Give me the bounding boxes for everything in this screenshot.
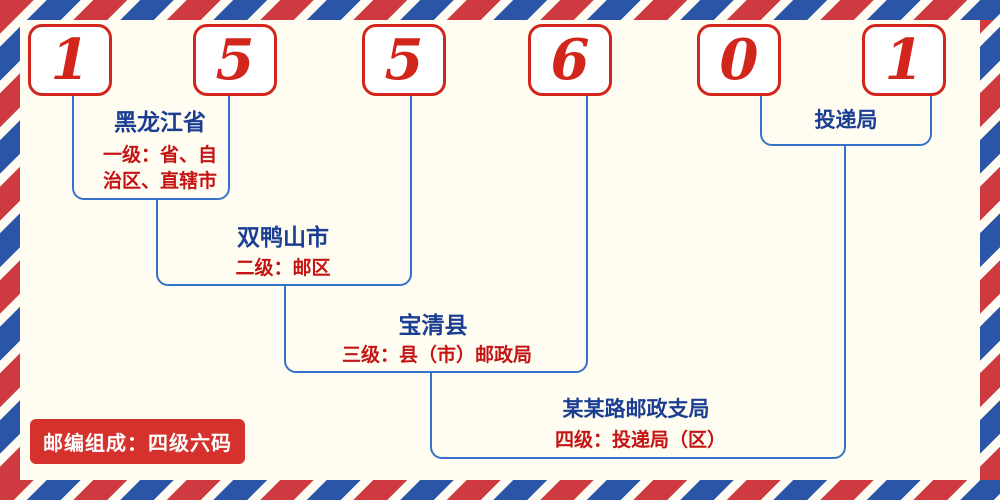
- digit-1: 1: [50, 27, 90, 93]
- digit-6: 1: [884, 27, 924, 93]
- level2-desc: 二级：邮区: [235, 257, 331, 279]
- digit-box-6: 1: [862, 24, 946, 96]
- level1-desc: 一级：省、自 治区、直辖市: [97, 143, 223, 194]
- digit-3: 5: [384, 27, 424, 93]
- level3-desc: 三级：县（市）邮政局: [341, 344, 532, 366]
- digit-box-1: 1: [28, 24, 112, 96]
- digit-box-5: 0: [697, 24, 781, 96]
- digit-5: 0: [719, 27, 759, 93]
- airmail-border-right: [980, 0, 1000, 500]
- digit-box-3: 5: [362, 24, 446, 96]
- level1-desc-line2: 治区、直辖市: [102, 169, 217, 192]
- airmail-border-left: [0, 0, 20, 500]
- delivery-office-label: 投递局: [814, 108, 878, 132]
- digit-box-2: 5: [193, 24, 277, 96]
- level4-place: 某某路邮政支局: [562, 397, 710, 421]
- level3-place: 宝清县: [398, 313, 468, 339]
- connector-level4: [430, 373, 846, 459]
- level1-place: 黑龙江省: [114, 110, 206, 136]
- connector-level2-vertical: [410, 96, 412, 202]
- connector-level4-vertical: [844, 144, 846, 375]
- connector-level3-vertical: [586, 96, 588, 288]
- connector-level3: [284, 286, 588, 373]
- airmail-border-bottom: [0, 480, 1000, 500]
- connector-level1: [72, 96, 230, 200]
- connector-delivery: [760, 96, 932, 146]
- postal-code-composition-badge: 邮编组成：四级六码: [30, 419, 245, 464]
- level2-place: 双鸭山市: [237, 225, 329, 251]
- airmail-border-top: [0, 0, 1000, 20]
- digit-box-4: 6: [528, 24, 612, 96]
- level4-desc: 四级：投递局（区）: [554, 429, 726, 451]
- connector-level2: [156, 200, 412, 286]
- level1-desc-line1: 一级：省、自: [102, 144, 217, 166]
- digit-2: 5: [215, 27, 255, 93]
- digit-4: 6: [550, 27, 590, 93]
